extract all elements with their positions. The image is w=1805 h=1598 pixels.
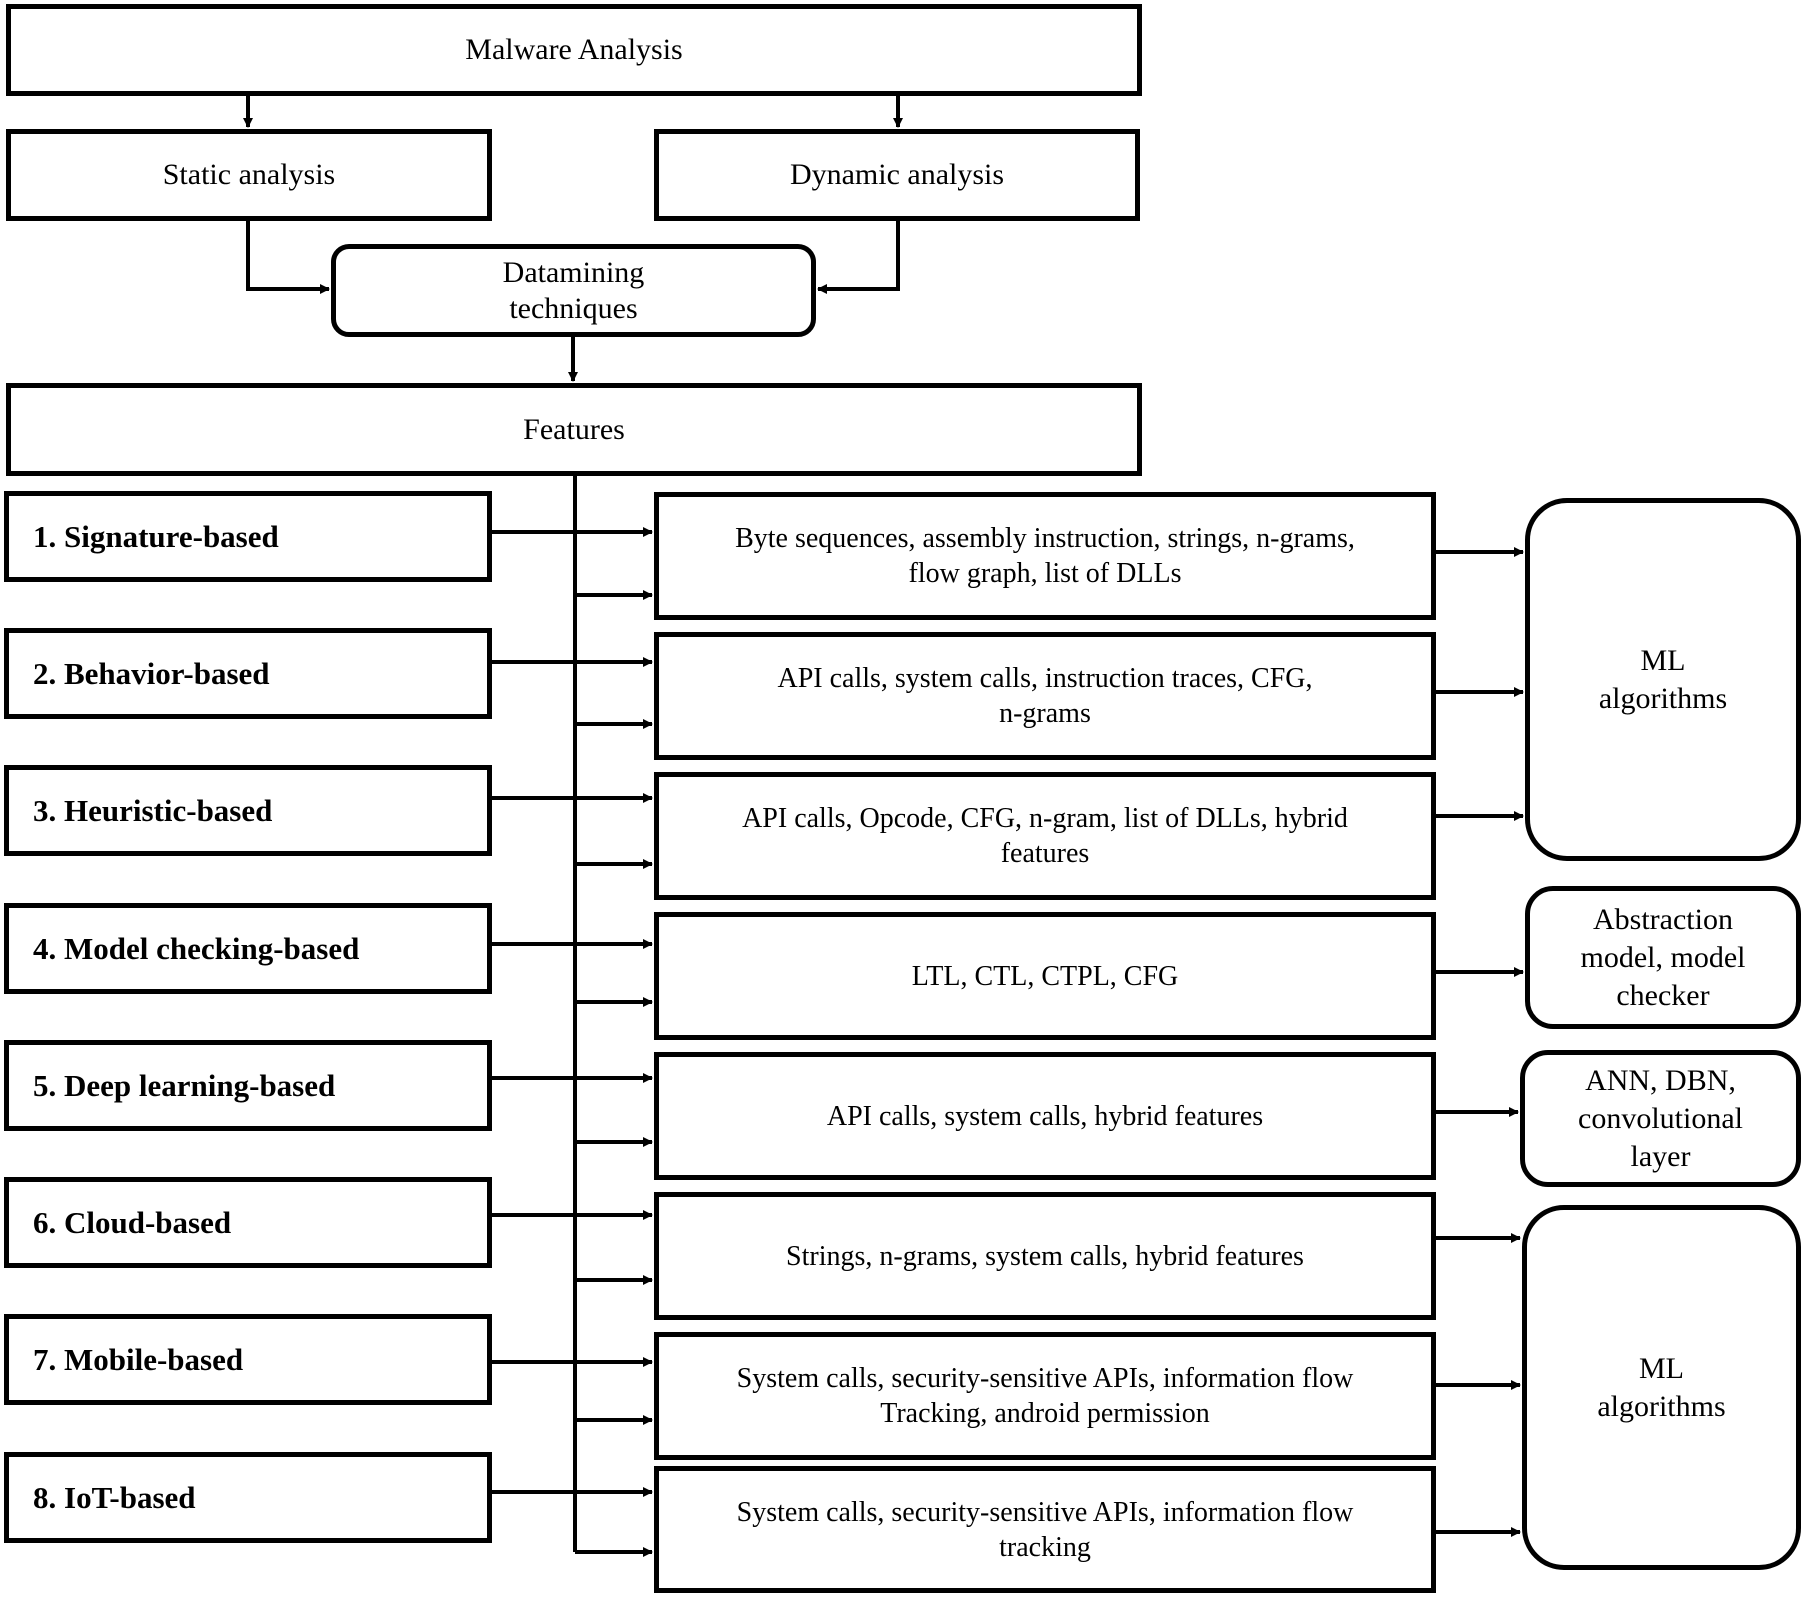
static-analysis-box: Static analysis [6,129,492,221]
technique-box-deep-learning: 5. Deep learning-based [4,1040,492,1131]
technique-box-heuristic: 3. Heuristic-based [4,765,492,856]
malware-analysis-box: Malware Analysis [6,4,1142,96]
technique-label: 4. Model checking-based [33,930,360,966]
technique-box-behavior: 2. Behavior-based [4,628,492,719]
datamining-techniques-box: Datamining techniques [331,244,816,337]
feature-box-iot: System calls, security-sensitive APIs, i… [654,1466,1436,1593]
technique-label: 1. Signature-based [33,518,279,554]
ann-dbn-box: ANN, DBN, convolutional layer [1520,1050,1801,1187]
arrow-dynamic-to-datamining [817,221,900,294]
technique-box-iot: 8. IoT-based [4,1452,492,1543]
feature-box-heuristic: API calls, Opcode, CFG, n-gram, list of … [654,772,1436,900]
ml-algorithms-box-bottom: ML algorithms [1522,1205,1801,1570]
feature-box-signature: Byte sequences, assembly instruction, st… [654,492,1436,620]
datamining-techniques-label: Datamining techniques [502,255,645,325]
feature-label: API calls, Opcode, CFG, n-gram, list of … [742,803,1348,869]
dynamic-analysis-label: Dynamic analysis [789,158,1005,191]
technique-box-model-checking: 4. Model checking-based [4,903,492,994]
technique-label: 2. Behavior-based [33,655,270,691]
features-label: Features [523,412,625,446]
feature-box-model-checking: LTL, CTL, CTPL, CFG [654,912,1436,1040]
abstraction-model-box: Abstraction model, model checker [1525,886,1801,1029]
technique-label: 5. Deep learning-based [33,1067,336,1103]
feature-box-deep-learning: API calls, system calls, hybrid features [654,1052,1436,1180]
features-box: Features [6,383,1142,476]
technique-box-signature: 1. Signature-based [4,491,492,582]
technique-label: 7. Mobile-based [33,1341,244,1377]
dynamic-analysis-box: Dynamic analysis [654,129,1140,221]
ml-algorithms-box-top: ML algorithms [1525,498,1801,861]
algorithm-label: ML algorithms [1598,643,1728,715]
technique-label: 3. Heuristic-based [33,792,273,828]
feature-box-behavior: API calls, system calls, instruction tra… [654,632,1436,760]
technique-box-mobile: 7. Mobile-based [4,1314,492,1405]
algorithm-label: ML algorithms [1597,1351,1726,1423]
arrow-static-to-datamining [246,221,330,294]
algorithm-label: Abstraction model, model checker [1580,902,1746,1012]
feature-label: Strings, n-grams, system calls, hybrid f… [786,1240,1304,1272]
technique-label: 8. IoT-based [33,1479,196,1515]
feature-label: API calls, system calls, hybrid features [826,1100,1264,1132]
technique-box-cloud: 6. Cloud-based [4,1177,492,1268]
static-analysis-label: Static analysis [162,158,336,191]
malware-analysis-label: Malware Analysis [465,33,683,66]
feature-box-cloud: Strings, n-grams, system calls, hybrid f… [654,1192,1436,1320]
feature-label: System calls, security-sensitive APIs, i… [736,1363,1354,1429]
feature-box-mobile: System calls, security-sensitive APIs, i… [654,1332,1436,1460]
feature-label: LTL, CTL, CTPL, CFG [911,960,1179,992]
feature-label: API calls, system calls, instruction tra… [777,663,1313,729]
technique-label: 6. Cloud-based [33,1204,232,1240]
feature-label: System calls, security-sensitive APIs, i… [736,1496,1354,1563]
algorithm-label: ANN, DBN, convolutional layer [1578,1063,1743,1173]
feature-label: Byte sequences, assembly instruction, st… [735,523,1355,589]
